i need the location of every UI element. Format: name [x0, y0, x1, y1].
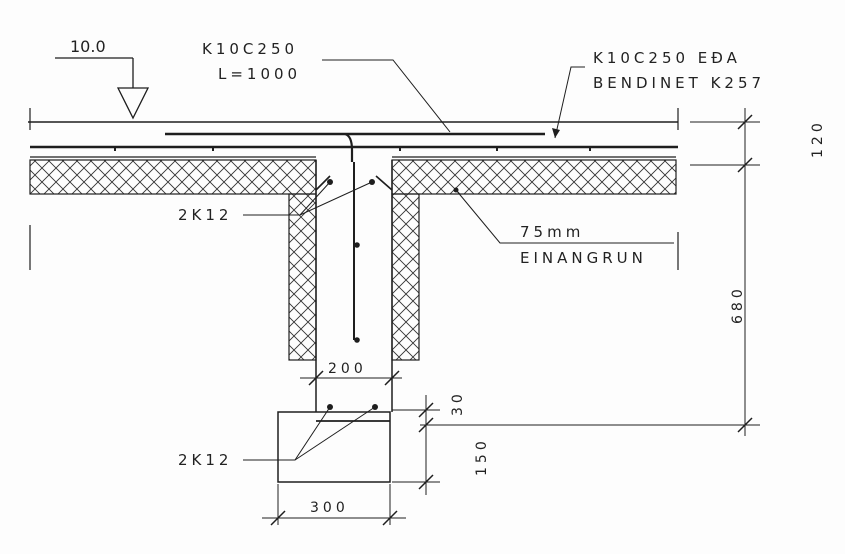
footing-bars-label: 2K12: [178, 406, 376, 469]
dim-beam-depth: 680: [420, 165, 760, 436]
top-bar-length: L=1000: [218, 65, 301, 83]
beam: [315, 160, 393, 412]
beam-side-insulation: [288, 193, 420, 361]
dim-footing-width: 300: [262, 484, 406, 526]
top-bar-spec: K10C250: [202, 40, 298, 58]
dim-footing-width-value: 300: [310, 500, 349, 516]
dim-beam-depth-value: 680: [730, 285, 746, 324]
beam-bars-spec: 2K12: [178, 206, 232, 224]
dim-beam-width: 200: [300, 361, 402, 386]
slab: [28, 108, 679, 270]
level-value: 10.0: [70, 37, 106, 56]
dim-beam-width-value: 200: [328, 361, 367, 377]
top-bar-label: K10C250 L=1000: [202, 40, 451, 133]
beam-bars-label: 2K12: [178, 181, 373, 224]
dim-slab-thickness: 120: [690, 108, 826, 178]
footing-bars-spec: 2K12: [178, 451, 232, 469]
dim-footing-top-value: 30: [450, 390, 466, 416]
dim-footing-height-value: 150: [474, 437, 490, 476]
mesh-spec: K10C250 EÐA: [593, 49, 741, 67]
dim-footing-height: 30 150: [392, 390, 490, 495]
level-marker: 10.0: [55, 37, 150, 120]
insulation-thickness: 75mm: [520, 223, 584, 241]
mesh-alt: BENDINET K257: [593, 74, 765, 92]
insulation-material: EINANGRUN: [520, 249, 647, 267]
mesh-ticks: [114, 147, 591, 151]
insulation-label: 75mm EINANGRUN: [453, 187, 674, 267]
mesh-label: K10C250 EÐA BENDINET K257: [552, 49, 765, 139]
dim-slab-value: 120: [810, 119, 826, 158]
top-bar: [165, 132, 545, 162]
footing: [277, 404, 391, 483]
